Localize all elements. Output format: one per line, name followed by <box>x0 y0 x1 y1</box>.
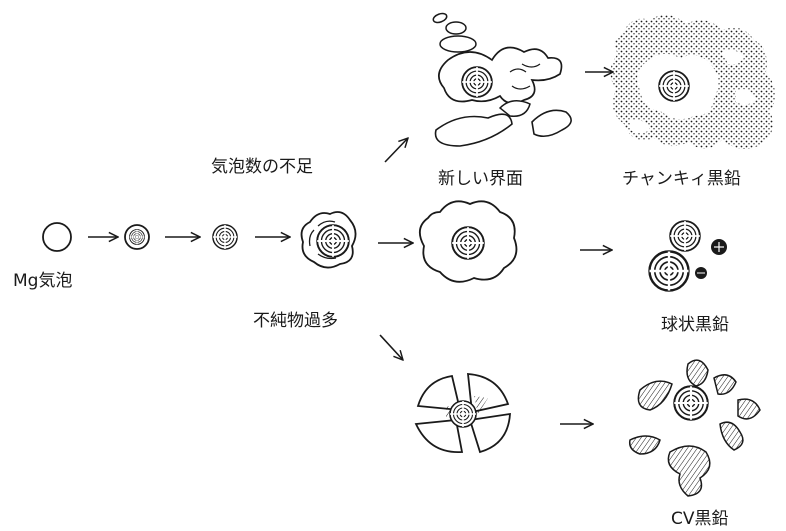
mg-bubble-icon <box>42 222 72 252</box>
rosette-bubble-icon <box>418 200 518 283</box>
label-new-interface: 新しい界面 <box>438 169 523 189</box>
split-bubble-icon <box>414 373 511 454</box>
chunky-graphite-icon <box>610 14 776 149</box>
label-insufficient-bubbles: 気泡数の不足 <box>211 157 313 177</box>
arrow-to-new-interface <box>384 138 408 163</box>
spheroidal-graphite-icon <box>648 220 727 292</box>
bubble-stage3-icon <box>212 224 238 250</box>
label-cv-graphite: CV黒鉛 <box>671 509 729 529</box>
cv-graphite-icon <box>628 359 761 497</box>
label-excess-impurities: 不純物過多 <box>253 311 338 331</box>
label-spheroidal-graphite: 球状黒鉛 <box>661 315 729 335</box>
bubble-stage2-icon <box>124 224 150 250</box>
arrow-to-split-bubble <box>379 334 403 360</box>
label-chunky-graphite: チャンキィ黒鉛 <box>622 169 741 189</box>
new-interface-icon <box>432 12 572 147</box>
label-mg-bubble: Mg気泡 <box>13 271 72 291</box>
graphite-with-shell-icon <box>300 211 357 269</box>
